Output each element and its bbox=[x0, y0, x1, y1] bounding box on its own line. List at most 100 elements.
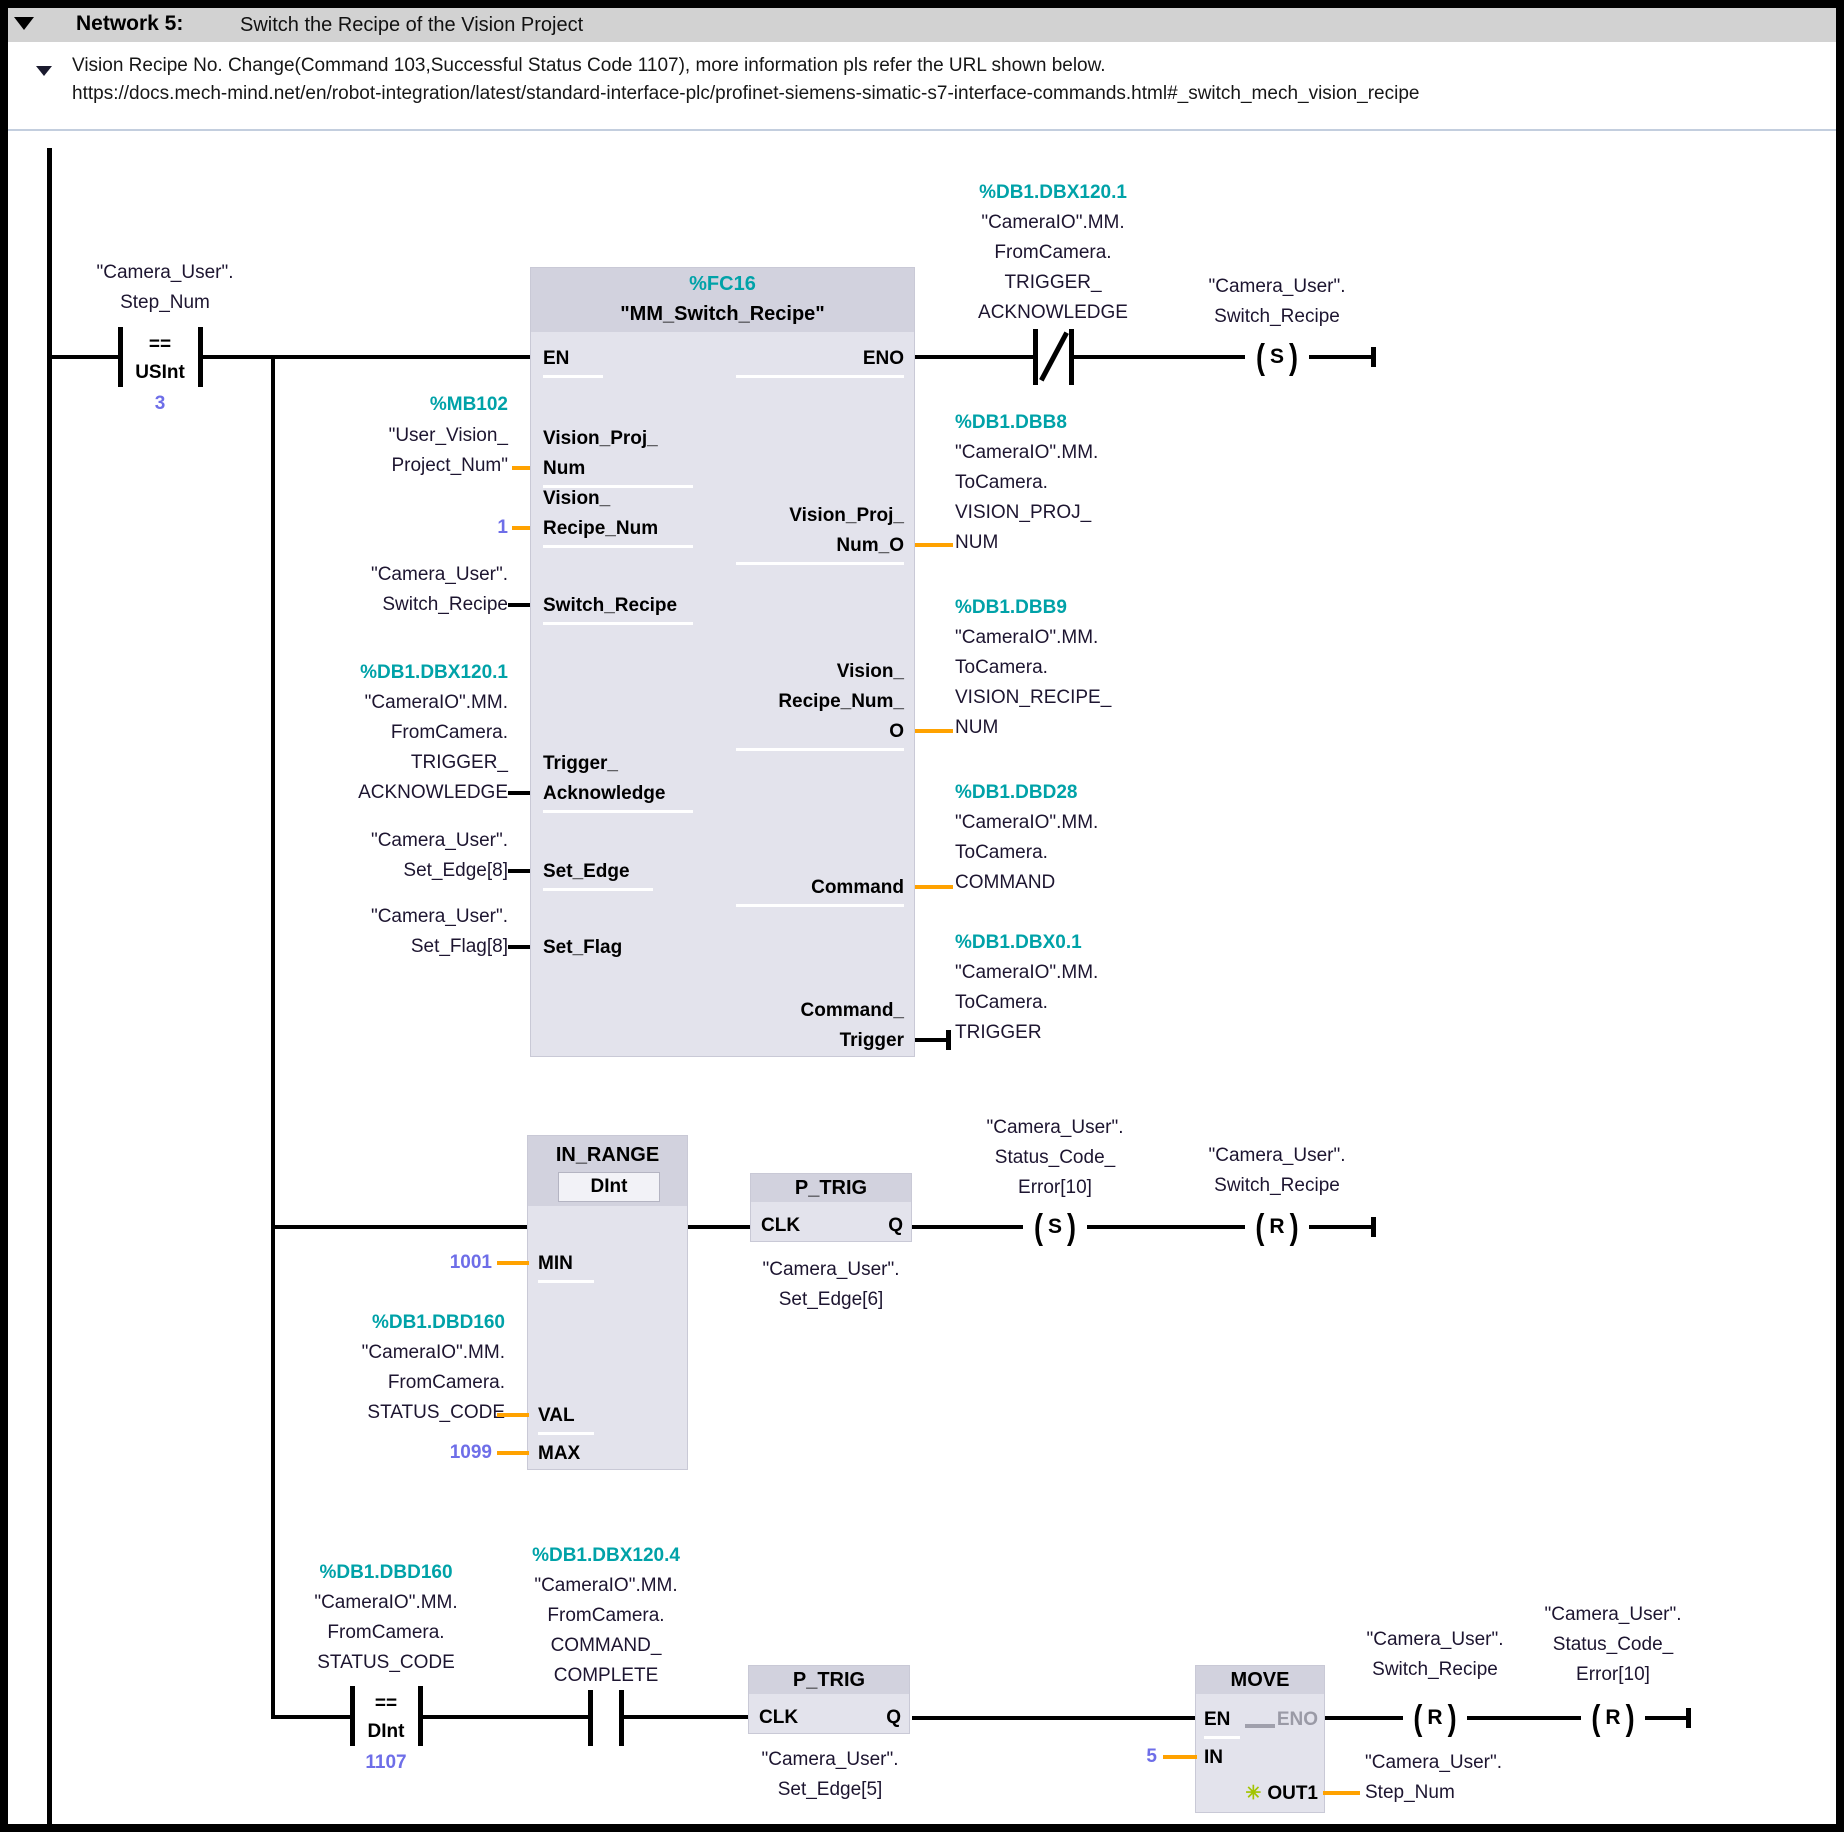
wire bbox=[1302, 355, 1375, 359]
operand-symbol[interactable]: "CameraIO".MM. ToCamera. COMMAND bbox=[955, 812, 1099, 893]
compare-contact[interactable] bbox=[118, 327, 123, 387]
move-name: MOVE bbox=[1230, 1669, 1290, 1691]
coil-operand[interactable]: "Camera_User". Status_Code_ Error[10] bbox=[986, 1117, 1124, 1198]
operand-address[interactable]: %DB1.DBX120.1 bbox=[979, 182, 1127, 203]
coil-letter: R bbox=[1605, 1706, 1621, 1729]
comment-divider bbox=[8, 129, 1836, 131]
wire bbox=[1638, 1716, 1690, 1720]
wire bbox=[273, 1225, 529, 1229]
wire-typed bbox=[1323, 1791, 1360, 1795]
operand-address[interactable]: %DB1.DBX120.4 bbox=[532, 1545, 680, 1566]
p-trig-operand[interactable]: "Camera_User". Set_Edge[5] bbox=[761, 1749, 899, 1800]
operand-address[interactable]: %DB1.DBD160 bbox=[371, 1312, 505, 1333]
operand-symbol[interactable]: "CameraIO".MM. ToCamera. VISION_PROJ_ NU… bbox=[955, 442, 1099, 553]
operand-address[interactable]: %DB1.DBX120.1 bbox=[360, 662, 508, 683]
network-comment[interactable]: Vision Recipe No. Change(Command 103,Suc… bbox=[72, 55, 1420, 104]
constant-value[interactable]: 1099 bbox=[449, 1442, 492, 1463]
network-subtitle[interactable]: Switch the Recipe of the Vision Project bbox=[240, 14, 584, 36]
pin-vision-proj-num: Vision_Proj_ Num bbox=[543, 424, 693, 488]
operand-symbol[interactable]: "Camera_User". Set_Edge[8] bbox=[370, 830, 508, 881]
set-coil[interactable]: S bbox=[1245, 339, 1309, 375]
wire bbox=[912, 1716, 1197, 1720]
pin-vision-proj-num-o: Vision_Proj_ Num_O bbox=[736, 501, 904, 565]
coil-letter: S bbox=[1047, 1215, 1062, 1238]
p-trig-header: P_TRIG bbox=[749, 1666, 909, 1694]
no-contact[interactable] bbox=[619, 1690, 624, 1746]
wire bbox=[50, 355, 120, 359]
compare-contact[interactable] bbox=[418, 1686, 423, 1746]
operand-address[interactable]: %DB1.DBD28 bbox=[955, 782, 1078, 803]
compare-value[interactable]: 3 bbox=[154, 393, 166, 414]
pin-min: MIN bbox=[538, 1249, 594, 1283]
p-trig-name: P_TRIG bbox=[792, 1669, 866, 1691]
operand-address[interactable]: %DB1.DBB9 bbox=[955, 597, 1067, 618]
fc-block-mm-switch-recipe[interactable]: %FC16 "MM_Switch_Recipe" EN Vision_Proj_… bbox=[530, 267, 915, 1057]
comment-collapse-icon[interactable] bbox=[36, 66, 52, 76]
set-coil[interactable]: S bbox=[1023, 1209, 1087, 1245]
wire bbox=[621, 1715, 750, 1719]
operand-symbol[interactable]: "CameraIO".MM. ToCamera. TRIGGER bbox=[955, 962, 1099, 1043]
operand-symbol[interactable]: "CameraIO".MM. FromCamera. STATUS_CODE bbox=[361, 1342, 505, 1423]
pin-out1: ✳OUT1 bbox=[1245, 1783, 1318, 1804]
operand-symbol[interactable]: "Camera_User". Set_Flag[8] bbox=[370, 906, 508, 957]
p-trig-block[interactable]: P_TRIG CLK Q bbox=[748, 1665, 910, 1734]
reset-coil[interactable]: R bbox=[1403, 1700, 1467, 1736]
wire bbox=[1302, 1225, 1375, 1229]
constant-value[interactable]: 1 bbox=[497, 517, 508, 538]
constant-value[interactable]: 5 bbox=[1146, 1746, 1157, 1767]
coil-operand[interactable]: "Camera_User". Switch_Recipe bbox=[1208, 1145, 1346, 1196]
move-block[interactable]: MOVE EN ENO IN ✳OUT1 bbox=[1195, 1665, 1325, 1813]
operand-symbol[interactable]: "CameraIO".MM. FromCamera. TRIGGER_ ACKN… bbox=[978, 212, 1128, 323]
contact-operand[interactable]: "Camera_User". Step_Num bbox=[96, 262, 234, 313]
operand-address[interactable]: %DB1.DBB8 bbox=[955, 412, 1067, 433]
pin-q: Q bbox=[888, 1215, 903, 1236]
network-title: Network 5: bbox=[76, 12, 184, 35]
pin-en: EN bbox=[1204, 1705, 1240, 1739]
reset-coil[interactable]: R bbox=[1581, 1700, 1645, 1736]
compare-operator[interactable]: == USInt bbox=[135, 334, 185, 383]
compare-contact[interactable] bbox=[350, 1686, 355, 1746]
nc-contact[interactable] bbox=[1033, 329, 1038, 385]
coil-operand[interactable]: "Camera_User". Status_Code_ Error[10] bbox=[1544, 1604, 1682, 1685]
compare-operator[interactable]: == DInt bbox=[367, 1693, 405, 1742]
operand-symbol[interactable]: "CameraIO".MM. ToCamera. VISION_RECIPE_ … bbox=[955, 627, 1112, 738]
compare-value[interactable]: 1107 bbox=[365, 1752, 407, 1773]
coil-operand[interactable]: "Camera_User". Switch_Recipe bbox=[1208, 276, 1346, 327]
operand-address[interactable]: %MB102 bbox=[429, 394, 508, 415]
p-trig-header: P_TRIG bbox=[751, 1174, 911, 1202]
pin-command: Command bbox=[736, 873, 904, 907]
fresh-value-star-icon: ✳ bbox=[1245, 1783, 1262, 1804]
no-contact[interactable] bbox=[588, 1690, 593, 1746]
operand-symbol[interactable]: "CameraIO".MM. FromCamera. STATUS_CODE bbox=[314, 1592, 458, 1673]
p-trig-block[interactable]: P_TRIG CLK Q bbox=[750, 1173, 912, 1242]
compare-contact[interactable] bbox=[198, 327, 203, 387]
wire bbox=[418, 1715, 592, 1719]
in-range-type-select[interactable]: DInt bbox=[558, 1172, 660, 1202]
in-range-block[interactable]: IN_RANGE DInt MIN VAL MAX bbox=[527, 1135, 688, 1470]
pin-eno: ENO bbox=[736, 344, 904, 378]
network-title-bar[interactable]: Network 5: Switch the Recipe of the Visi… bbox=[8, 8, 1836, 42]
move-out-operand[interactable]: "Camera_User". Step_Num bbox=[1365, 1752, 1503, 1803]
pin-set-flag: Set_Flag bbox=[543, 937, 623, 958]
network-collapse-icon[interactable] bbox=[14, 17, 34, 30]
nc-contact[interactable] bbox=[1069, 329, 1074, 385]
coil-operand[interactable]: "Camera_User". Switch_Recipe bbox=[1366, 1629, 1504, 1680]
constant-value[interactable]: 1001 bbox=[449, 1252, 492, 1273]
operand-symbol[interactable]: "Camera_User". Switch_Recipe bbox=[370, 564, 508, 615]
operand-address[interactable]: %DB1.DBD160 bbox=[319, 1562, 453, 1583]
branch-wire bbox=[271, 357, 275, 1719]
pin-clk: CLK bbox=[759, 1707, 799, 1728]
wire-typed bbox=[915, 543, 953, 547]
pin-switch-recipe: Switch_Recipe bbox=[543, 591, 693, 625]
operand-symbol[interactable]: "CameraIO".MM. FromCamera. TRIGGER_ ACKN… bbox=[358, 692, 508, 803]
reset-coil[interactable]: R bbox=[1245, 1209, 1309, 1245]
operand-address[interactable]: %DB1.DBX0.1 bbox=[955, 932, 1082, 953]
wire bbox=[508, 945, 532, 949]
operand-symbol[interactable]: "CameraIO".MM. FromCamera. COMMAND_ COMP… bbox=[534, 1575, 678, 1686]
operand-symbol[interactable]: "User_Vision_ Project_Num" bbox=[388, 425, 508, 476]
p-trig-operand[interactable]: "Camera_User". Set_Edge[6] bbox=[762, 1259, 900, 1310]
nc-contact-slash bbox=[1039, 331, 1069, 382]
wire bbox=[508, 603, 532, 607]
wire-typed bbox=[915, 885, 953, 889]
